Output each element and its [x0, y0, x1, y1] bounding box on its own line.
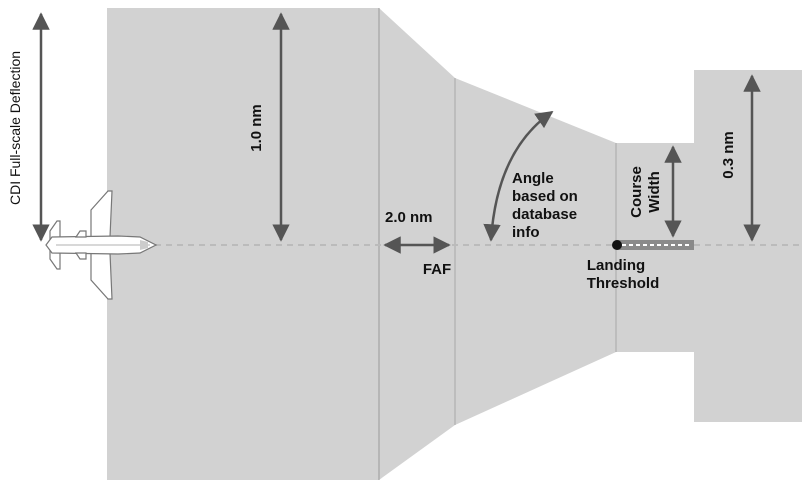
cdi-deflection-label: CDI Full-scale Deflection: [7, 51, 23, 205]
faf-label: FAF: [423, 261, 451, 278]
angle-label-line-3: database: [512, 206, 577, 223]
angle-label: Angle based on database info: [512, 170, 578, 241]
landing-label-line-2: Threshold: [587, 275, 660, 292]
course-width-label: Course Width: [628, 166, 663, 218]
runway: [612, 240, 694, 250]
landing-label-line-1: Landing: [587, 257, 645, 274]
runway-strip: [617, 240, 694, 250]
one-nm-label: 1.0 nm: [248, 104, 265, 152]
angle-label-line-4: info: [512, 224, 540, 241]
angle-label-line-2: based on: [512, 188, 578, 205]
angle-label-line-1: Angle: [512, 170, 554, 187]
dimension-arrows: [32, 12, 761, 254]
point-three-nm-label: 0.3 nm: [720, 131, 737, 179]
final-taper-zone: [455, 78, 616, 425]
course-width-line-1: Course: [628, 166, 645, 218]
aircraft-icon: [45, 190, 158, 300]
two-nm-label: 2.0 nm: [385, 209, 433, 226]
course-width-line-2: Width: [646, 171, 663, 213]
angle-arc-arrow: [483, 110, 554, 242]
landing-threshold-marker: [612, 240, 622, 250]
landing-threshold-label: Landing Threshold: [587, 257, 660, 292]
